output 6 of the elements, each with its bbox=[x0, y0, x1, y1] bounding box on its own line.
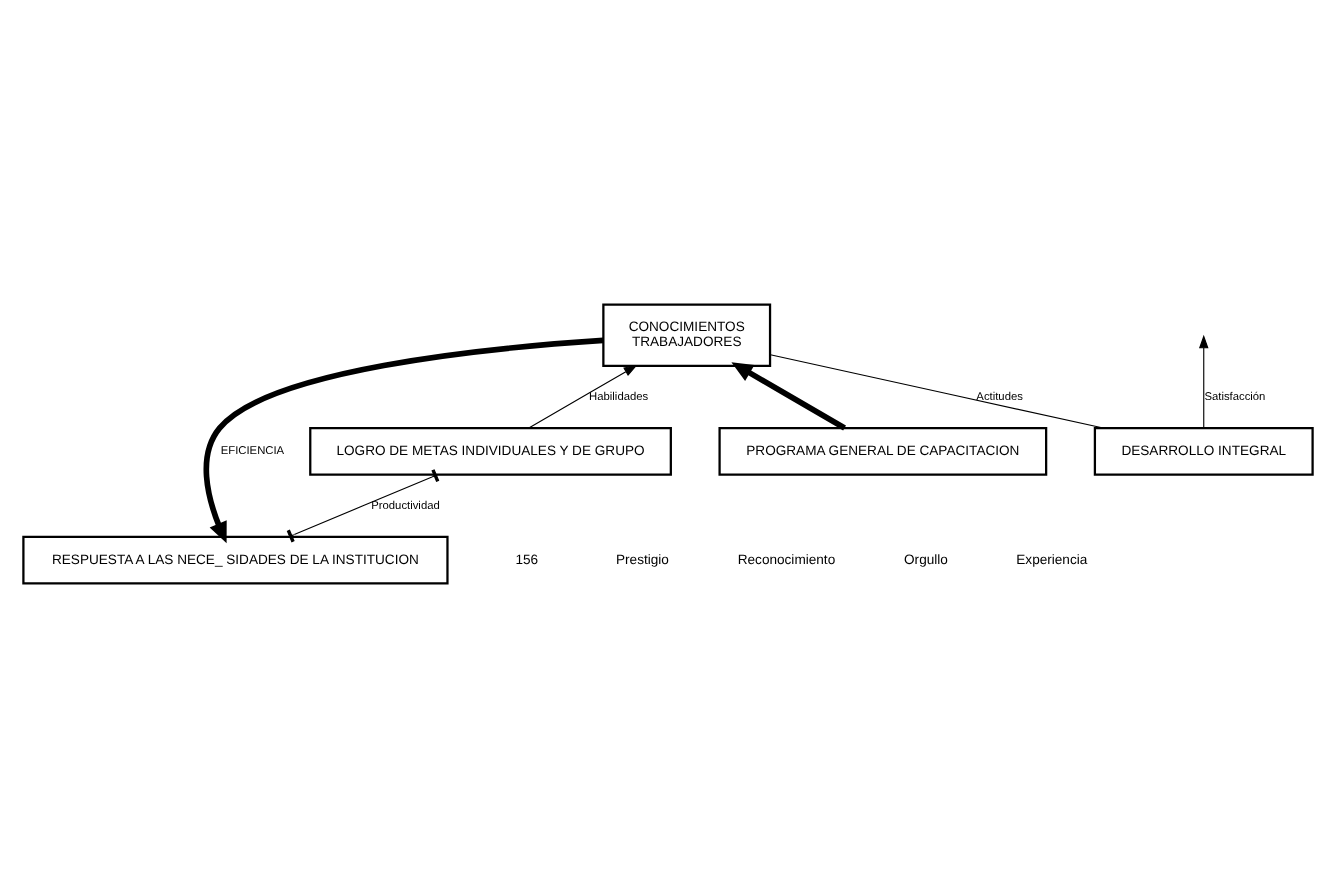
connector bbox=[286, 468, 440, 542]
arrow bbox=[731, 361, 846, 430]
arrow bbox=[528, 363, 638, 428]
arrow bbox=[203, 336, 604, 543]
connector bbox=[769, 353, 1104, 428]
arrow bbox=[1199, 333, 1209, 428]
